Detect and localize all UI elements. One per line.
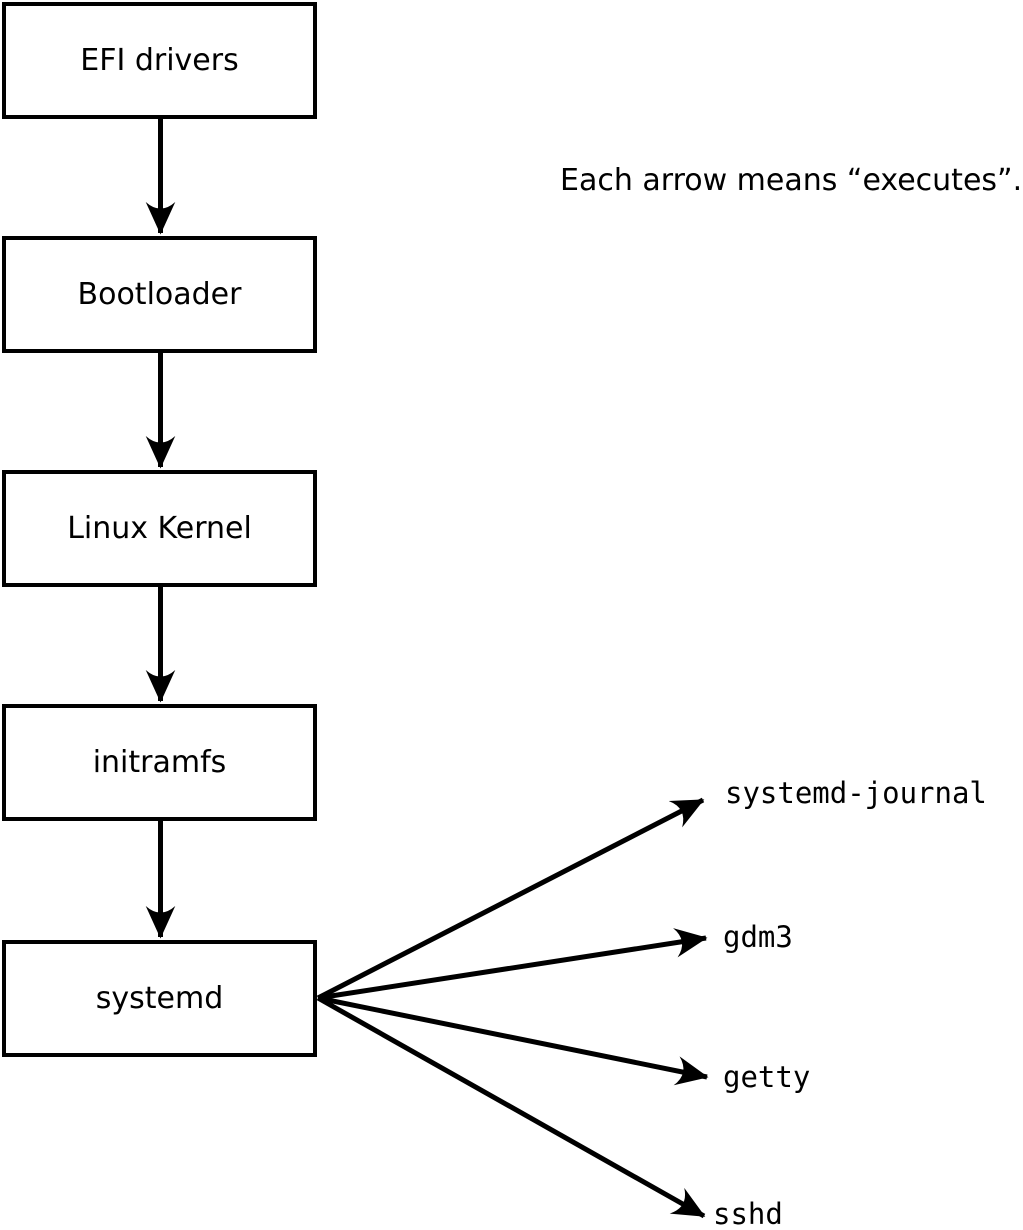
node-bootloader: Bootloader [2, 236, 317, 353]
arrow-systemd-to-gdm3 [317, 928, 708, 1001]
node-initramfs-label: initramfs [92, 744, 227, 780]
node-linux-kernel: Linux Kernel [2, 470, 317, 587]
node-efi-drivers-label: EFI drivers [80, 42, 239, 78]
label-sshd: sshd [713, 1197, 783, 1230]
arrow-systemd-to-systemd-journal [316, 797, 705, 1001]
node-linux-kernel-label: Linux Kernel [67, 510, 252, 546]
node-efi-drivers: EFI drivers [2, 2, 317, 119]
node-systemd-label: systemd [95, 980, 224, 1016]
arrow-systemd-to-sshd [316, 995, 706, 1219]
node-systemd: systemd [2, 940, 317, 1057]
annotation-arrow-meaning: Each arrow means “executes”. [560, 163, 1023, 198]
label-systemd-journal: systemd-journal [725, 776, 987, 810]
arrow-systemd-to-getty [317, 995, 709, 1086]
node-initramfs: initramfs [2, 704, 317, 821]
node-bootloader-label: Bootloader [77, 276, 242, 312]
label-getty: getty [723, 1060, 811, 1094]
label-gdm3: gdm3 [723, 920, 793, 954]
